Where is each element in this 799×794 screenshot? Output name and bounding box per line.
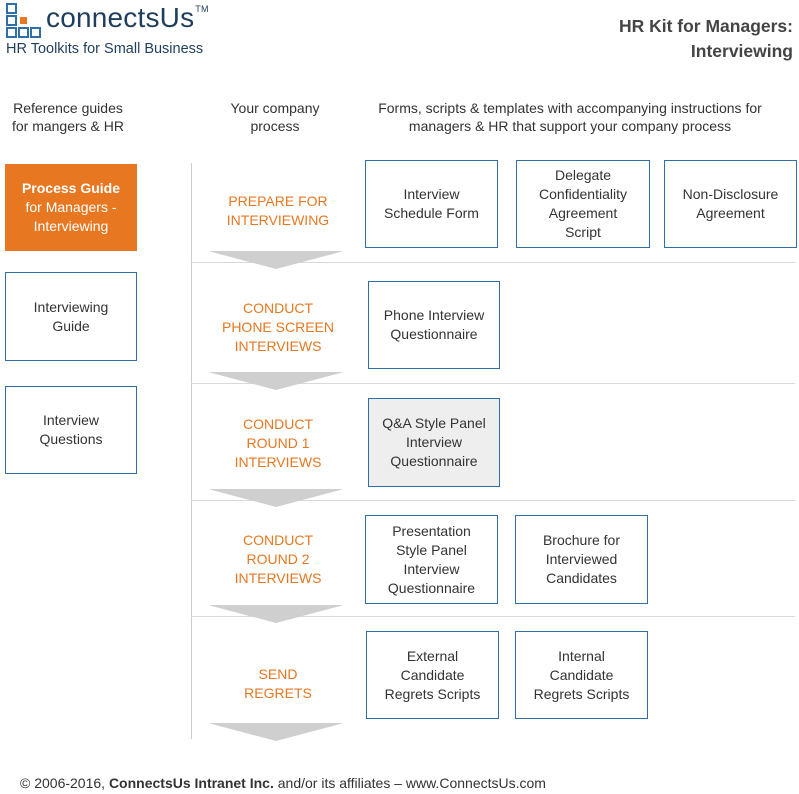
column-heading-forms: Forms, scripts & templates with accompan… — [378, 100, 762, 134]
stage-separator — [191, 616, 795, 617]
brand-tagline: HR Toolkits for Small Business — [6, 41, 204, 57]
stage-separator — [191, 383, 795, 384]
page-title: HR Kit for Managers: Interviewing — [618, 16, 793, 61]
footer-copyright: © 2006-2016, ConnectsUs Intranet Inc. an… — [20, 775, 546, 791]
down-arrow-icon — [208, 605, 344, 623]
squares-logo-icon — [6, 3, 41, 38]
down-arrow-icon — [208, 723, 344, 741]
down-arrow-icon — [208, 489, 344, 507]
process-divider-line — [191, 163, 192, 739]
stage-separator — [191, 500, 795, 501]
down-arrow-icon — [208, 372, 344, 390]
stage-separator — [191, 262, 795, 263]
brand-name: connectsUsTM — [46, 2, 209, 33]
down-arrow-icon — [208, 251, 344, 269]
